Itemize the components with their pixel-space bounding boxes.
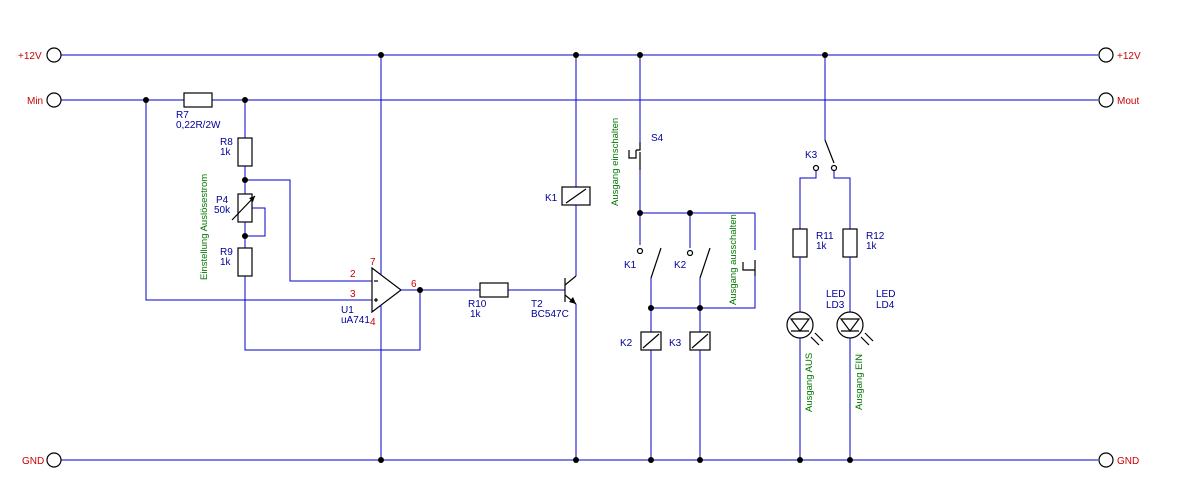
label-pin-2: 2 <box>350 269 356 280</box>
rail-gnd <box>46 452 1114 468</box>
label-s4: S4 <box>651 133 664 144</box>
relay-contact-k2 <box>699 247 711 279</box>
label-ld4-type: LED <box>876 289 895 300</box>
label-p4-ref: P4 <box>216 195 229 206</box>
label-pin-6: 6 <box>411 279 417 290</box>
resistor-r8 <box>237 137 253 167</box>
label-r11-ref: R11 <box>816 231 834 242</box>
note-led-ein: Ausgang EIN <box>854 354 865 410</box>
relay-contact-k3 <box>824 139 835 164</box>
wire-min-to-plus <box>145 100 372 301</box>
terminal-gnd-left[interactable] <box>46 452 62 468</box>
rail-plus12 <box>46 47 1114 63</box>
resistor-r10 <box>479 282 509 298</box>
label-r10-ref: R10 <box>468 299 487 310</box>
label-r8-value: 1k <box>220 147 232 158</box>
label-u1-ref: U1 <box>341 305 354 316</box>
note-led-aus: Ausgang AUS <box>804 353 815 412</box>
label-k3-coil: K3 <box>669 338 682 349</box>
label-pin-4: 4 <box>370 317 376 328</box>
label-gnd-right: GND <box>1117 456 1139 467</box>
label-mout: Mout <box>1117 96 1139 107</box>
terminal-mout[interactable] <box>1098 92 1114 108</box>
label-r9-value: 1k <box>220 257 232 268</box>
label-pin-7: 7 <box>370 257 376 268</box>
label-gnd-left: GND <box>22 456 44 467</box>
label-r8-ref: R8 <box>220 137 233 148</box>
junction-dots <box>143 52 853 463</box>
label-t2-value: BC547C <box>531 309 569 320</box>
terminal-gnd-right[interactable] <box>1098 452 1114 468</box>
label-r12-value: 1k <box>866 241 878 252</box>
label-plus12-right: +12V <box>1117 51 1141 62</box>
note-ausgang-aus: Ausgang ausschalten <box>728 214 739 305</box>
label-min: Min <box>27 96 43 107</box>
label-p4-value: 50k <box>214 205 231 216</box>
note-einstellung: Einstellung Auslösestrom <box>199 174 210 280</box>
label-pin-3: 3 <box>350 289 356 300</box>
label-t2-ref: T2 <box>531 299 543 310</box>
label-k3-contact: K3 <box>805 150 818 161</box>
label-ld4-ref: LD4 <box>876 300 895 311</box>
label-ld3-type: LED <box>826 289 845 300</box>
terminal-min[interactable] <box>46 92 62 108</box>
label-r7-ref: R7 <box>176 110 189 121</box>
wire-tap-to-minus <box>245 179 372 282</box>
wire-feedback <box>244 276 421 351</box>
label-r11-value: 1k <box>816 241 828 252</box>
label-r7-value: 0,22R/2W <box>176 120 221 131</box>
label-r10-value: 1k <box>470 309 482 320</box>
label-k2-contact: K2 <box>674 260 687 271</box>
label-k1-coil: K1 <box>545 193 558 204</box>
label-k2-coil: K2 <box>620 338 633 349</box>
rail-min <box>46 92 1114 108</box>
resistor-r7 <box>183 92 213 108</box>
label-plus12-left: +12V <box>18 51 42 62</box>
terminal-plus12-right[interactable] <box>1098 47 1114 63</box>
label-u1-value: uA741 <box>341 315 370 326</box>
label-ld3-ref: LD3 <box>826 300 845 311</box>
label-r12-ref: R12 <box>866 231 885 242</box>
note-ausgang-ein: Ausgang einschalten <box>610 118 621 206</box>
relay-contact-k1 <box>650 247 662 279</box>
label-r9-ref: R9 <box>220 247 233 258</box>
opamp-u1 <box>371 266 402 314</box>
label-k1-contact: K1 <box>624 260 637 271</box>
resistor-r9 <box>237 247 253 277</box>
terminal-plus12-left[interactable] <box>46 47 62 63</box>
resistor-r12 <box>842 228 858 258</box>
resistor-r11 <box>792 228 808 258</box>
